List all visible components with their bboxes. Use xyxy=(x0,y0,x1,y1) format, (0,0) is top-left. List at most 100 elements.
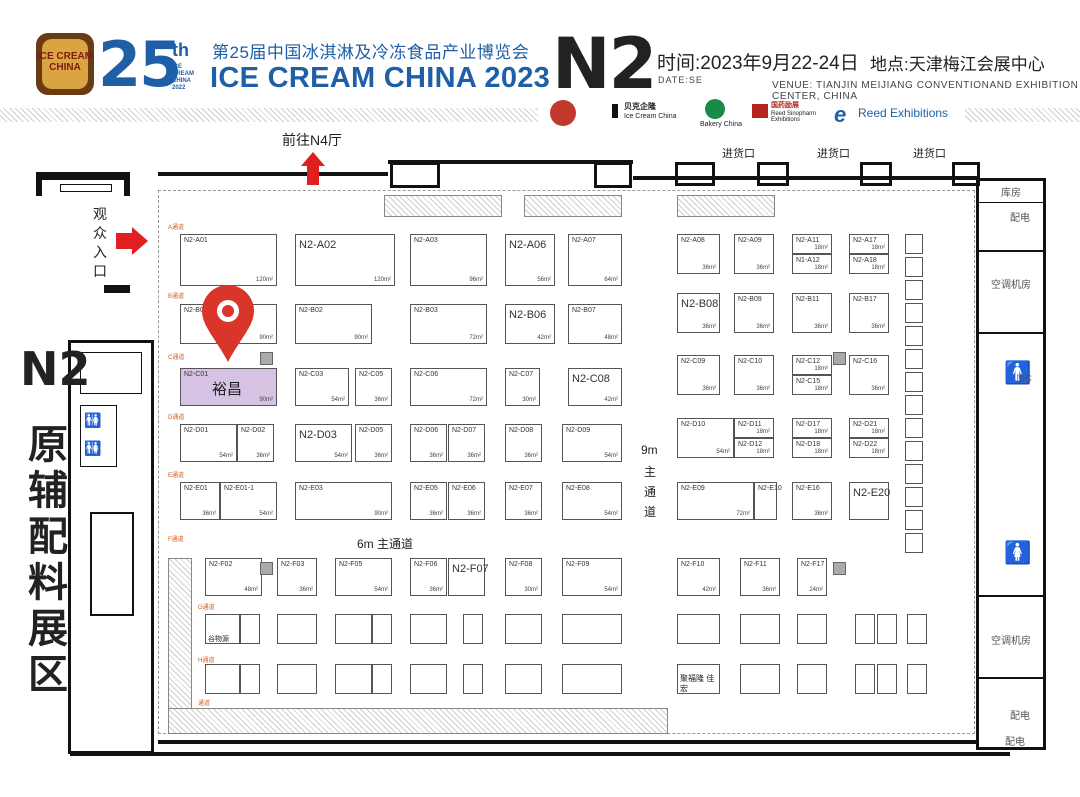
small-booth[interactable] xyxy=(797,664,827,694)
small-booth[interactable] xyxy=(877,664,897,694)
narrow-booth[interactable] xyxy=(905,464,923,484)
narrow-booth[interactable] xyxy=(905,510,923,530)
narrow-booth[interactable] xyxy=(905,349,923,369)
booth-n2-e10[interactable]: N2-E10 xyxy=(754,482,782,520)
small-booth[interactable] xyxy=(335,614,372,644)
narrow-booth[interactable] xyxy=(905,441,923,461)
small-booth[interactable] xyxy=(205,664,240,694)
small-booth[interactable] xyxy=(372,664,392,694)
booth-n2-f07[interactable]: N2-F07 xyxy=(448,558,489,596)
small-booth[interactable] xyxy=(740,614,780,644)
narrow-booth[interactable] xyxy=(905,487,923,507)
small-booth[interactable] xyxy=(277,664,317,694)
small-booth[interactable] xyxy=(240,664,260,694)
narrow-booth[interactable] xyxy=(905,533,923,553)
small-booth[interactable] xyxy=(205,614,240,644)
small-booth[interactable] xyxy=(277,614,317,644)
narrow-booth[interactable] xyxy=(905,234,923,254)
small-booth[interactable] xyxy=(463,664,483,694)
small-booth[interactable] xyxy=(797,614,827,644)
small-booth[interactable] xyxy=(335,664,372,694)
small-booth[interactable] xyxy=(372,614,392,644)
small-booth[interactable] xyxy=(677,664,720,694)
small-booth[interactable] xyxy=(505,614,542,644)
booth-n2-e20[interactable]: N2-E20 xyxy=(849,482,890,520)
small-booth[interactable] xyxy=(562,664,622,694)
small-booth[interactable] xyxy=(855,664,875,694)
narrow-booth[interactable] xyxy=(905,395,923,415)
small-booth[interactable] xyxy=(877,614,897,644)
highlight-booth[interactable]: N2-C01 90m² xyxy=(180,368,277,406)
small-booth[interactable] xyxy=(907,664,927,694)
narrow-booth[interactable] xyxy=(905,372,923,392)
narrow-booth[interactable] xyxy=(905,326,923,346)
small-booth[interactable] xyxy=(677,614,720,644)
small-booth[interactable] xyxy=(410,664,447,694)
small-booth[interactable] xyxy=(855,614,875,644)
small-booth[interactable] xyxy=(740,664,780,694)
narrow-booth[interactable] xyxy=(905,418,923,438)
small-booth[interactable] xyxy=(240,614,260,644)
small-booth[interactable] xyxy=(410,614,447,644)
narrow-booth[interactable] xyxy=(905,280,923,300)
narrow-booth[interactable] xyxy=(905,257,923,277)
narrow-booth[interactable] xyxy=(905,303,923,323)
small-booth[interactable] xyxy=(562,614,622,644)
